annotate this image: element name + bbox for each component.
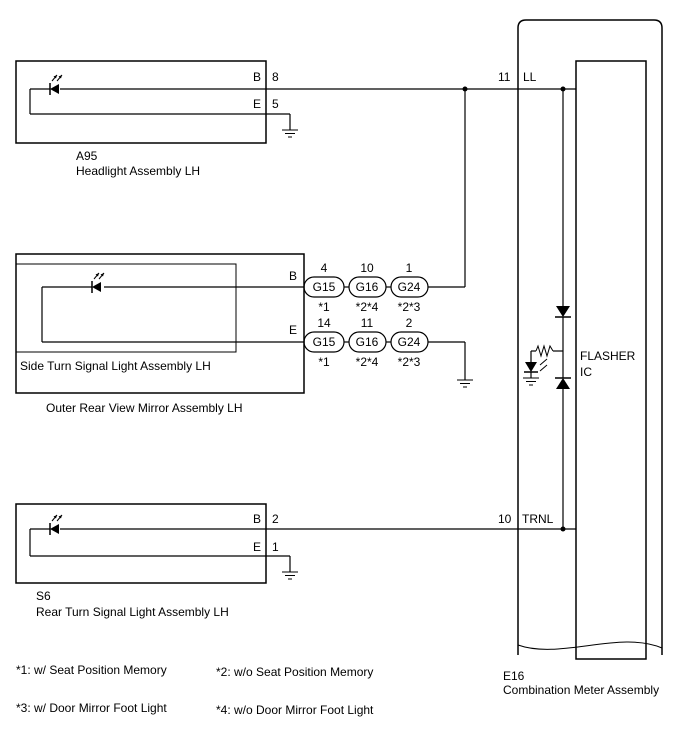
footnote-3: *3: w/ Door Mirror Foot Light [16, 701, 167, 715]
connector-code: G16 [356, 280, 379, 294]
meter-code: E16 [503, 669, 525, 683]
connector-g15-bottom [303, 331, 345, 353]
connector-pin: 10 [360, 261, 374, 275]
footnotes: *1: w/ Seat Position Memory *2: w/o Seat… [16, 663, 374, 717]
connector-note: *1 [318, 355, 330, 369]
footnote-4: *4: w/o Door Mirror Foot Light [216, 703, 374, 717]
meter-pin-trnl-label: TRNL [522, 512, 554, 526]
connector-g24-bottom [390, 331, 429, 353]
headlight-led-icon [49, 74, 63, 96]
meter-pin-trnl-num: 10 [498, 512, 512, 526]
headlight-name: Headlight Assembly LH [76, 164, 200, 178]
meter-ground-icon [522, 377, 540, 386]
outer-mirror-assembly: B E Side Turn Signal Light Assembly LH O… [15, 253, 305, 415]
rear-pin-b-label: B [253, 512, 261, 526]
indicator-led-icon [525, 362, 537, 372]
mirror-ground-icon [456, 379, 474, 388]
meter-outline [517, 19, 663, 655]
connector-pin: 14 [317, 316, 331, 330]
footnote-2: *2: w/o Seat Position Memory [216, 665, 373, 679]
combination-meter: 11 LL 10 TRNL FLASHER IC E16 Combination… [498, 19, 663, 697]
connector-row-bottom: 14 11 2 G15 G16 G24 *1 *2*4 *2*3 [303, 316, 474, 388]
flasher-label-line1: FLASHER [580, 349, 636, 363]
connector-pin: 4 [321, 261, 328, 275]
rear-pin-e-label: E [253, 540, 261, 554]
rear-pin-e-num: 1 [272, 540, 279, 554]
headlight-ground-icon [281, 129, 299, 138]
side-turn-led-icon [91, 272, 105, 294]
connector-note: *2*4 [356, 300, 379, 314]
mirror-pin-e-label: E [289, 323, 297, 337]
headlight-pin-e-label: E [253, 97, 261, 111]
footnote-1: *1: w/ Seat Position Memory [16, 663, 167, 677]
connector-note: *2*3 [398, 300, 421, 314]
connector-row-top: 4 10 1 G15 G16 G24 *1 *2*4 *2*3 [303, 261, 465, 314]
connector-pin: 2 [406, 316, 413, 330]
rear-name: Rear Turn Signal Light Assembly LH [36, 605, 229, 619]
connector-code: G15 [313, 280, 336, 294]
side-turn-signal-name: Side Turn Signal Light Assembly LH [20, 359, 211, 373]
meter-name: Combination Meter Assembly [503, 683, 659, 697]
connector-note: *1 [318, 300, 330, 314]
flasher-box [575, 60, 647, 660]
connector-note: *2*4 [356, 355, 379, 369]
connector-code: G24 [398, 280, 421, 294]
connector-g16-bottom [348, 331, 387, 353]
headlight-code: A95 [76, 149, 98, 163]
diode-down-icon [556, 306, 570, 317]
meter-break-line [517, 641, 663, 650]
rear-code: S6 [36, 589, 51, 603]
side-turn-signal-box [15, 263, 237, 353]
connector-code: G16 [356, 335, 379, 349]
meter-pin-ll-num: 11 [498, 70, 511, 84]
rear-turn-box [15, 503, 267, 584]
connector-g24-top [390, 276, 429, 298]
connector-g16-top [348, 276, 387, 298]
connector-code: G24 [398, 335, 421, 349]
headlight-pin-b-label: B [253, 70, 261, 84]
meter-pin-ll-label: LL [523, 70, 537, 84]
rear-turn-ground-icon [281, 571, 299, 580]
mirror-pin-b-label: B [289, 269, 297, 283]
flasher-label-line2: IC [580, 365, 592, 379]
connector-code: G15 [313, 335, 336, 349]
resistor-icon [535, 344, 554, 358]
rear-turn-led-icon [49, 514, 63, 536]
connector-pin: 1 [406, 261, 413, 275]
rear-turn-signal-assembly: B 2 E 1 S6 Rear Turn Signal Light Assemb… [15, 503, 299, 619]
connector-pin: 11 [361, 316, 374, 330]
outer-mirror-name: Outer Rear View Mirror Assembly LH [46, 401, 243, 415]
connector-g15-top [303, 276, 345, 298]
headlight-assembly: B 8 E 5 A95 Headlight Assembly LH [15, 60, 299, 178]
headlight-pin-b-num: 8 [272, 70, 279, 84]
headlight-box [15, 60, 267, 144]
connector-note: *2*3 [398, 355, 421, 369]
headlight-pin-e-num: 5 [272, 97, 279, 111]
rear-pin-b-num: 2 [272, 512, 279, 526]
diode-up-icon [556, 378, 570, 389]
